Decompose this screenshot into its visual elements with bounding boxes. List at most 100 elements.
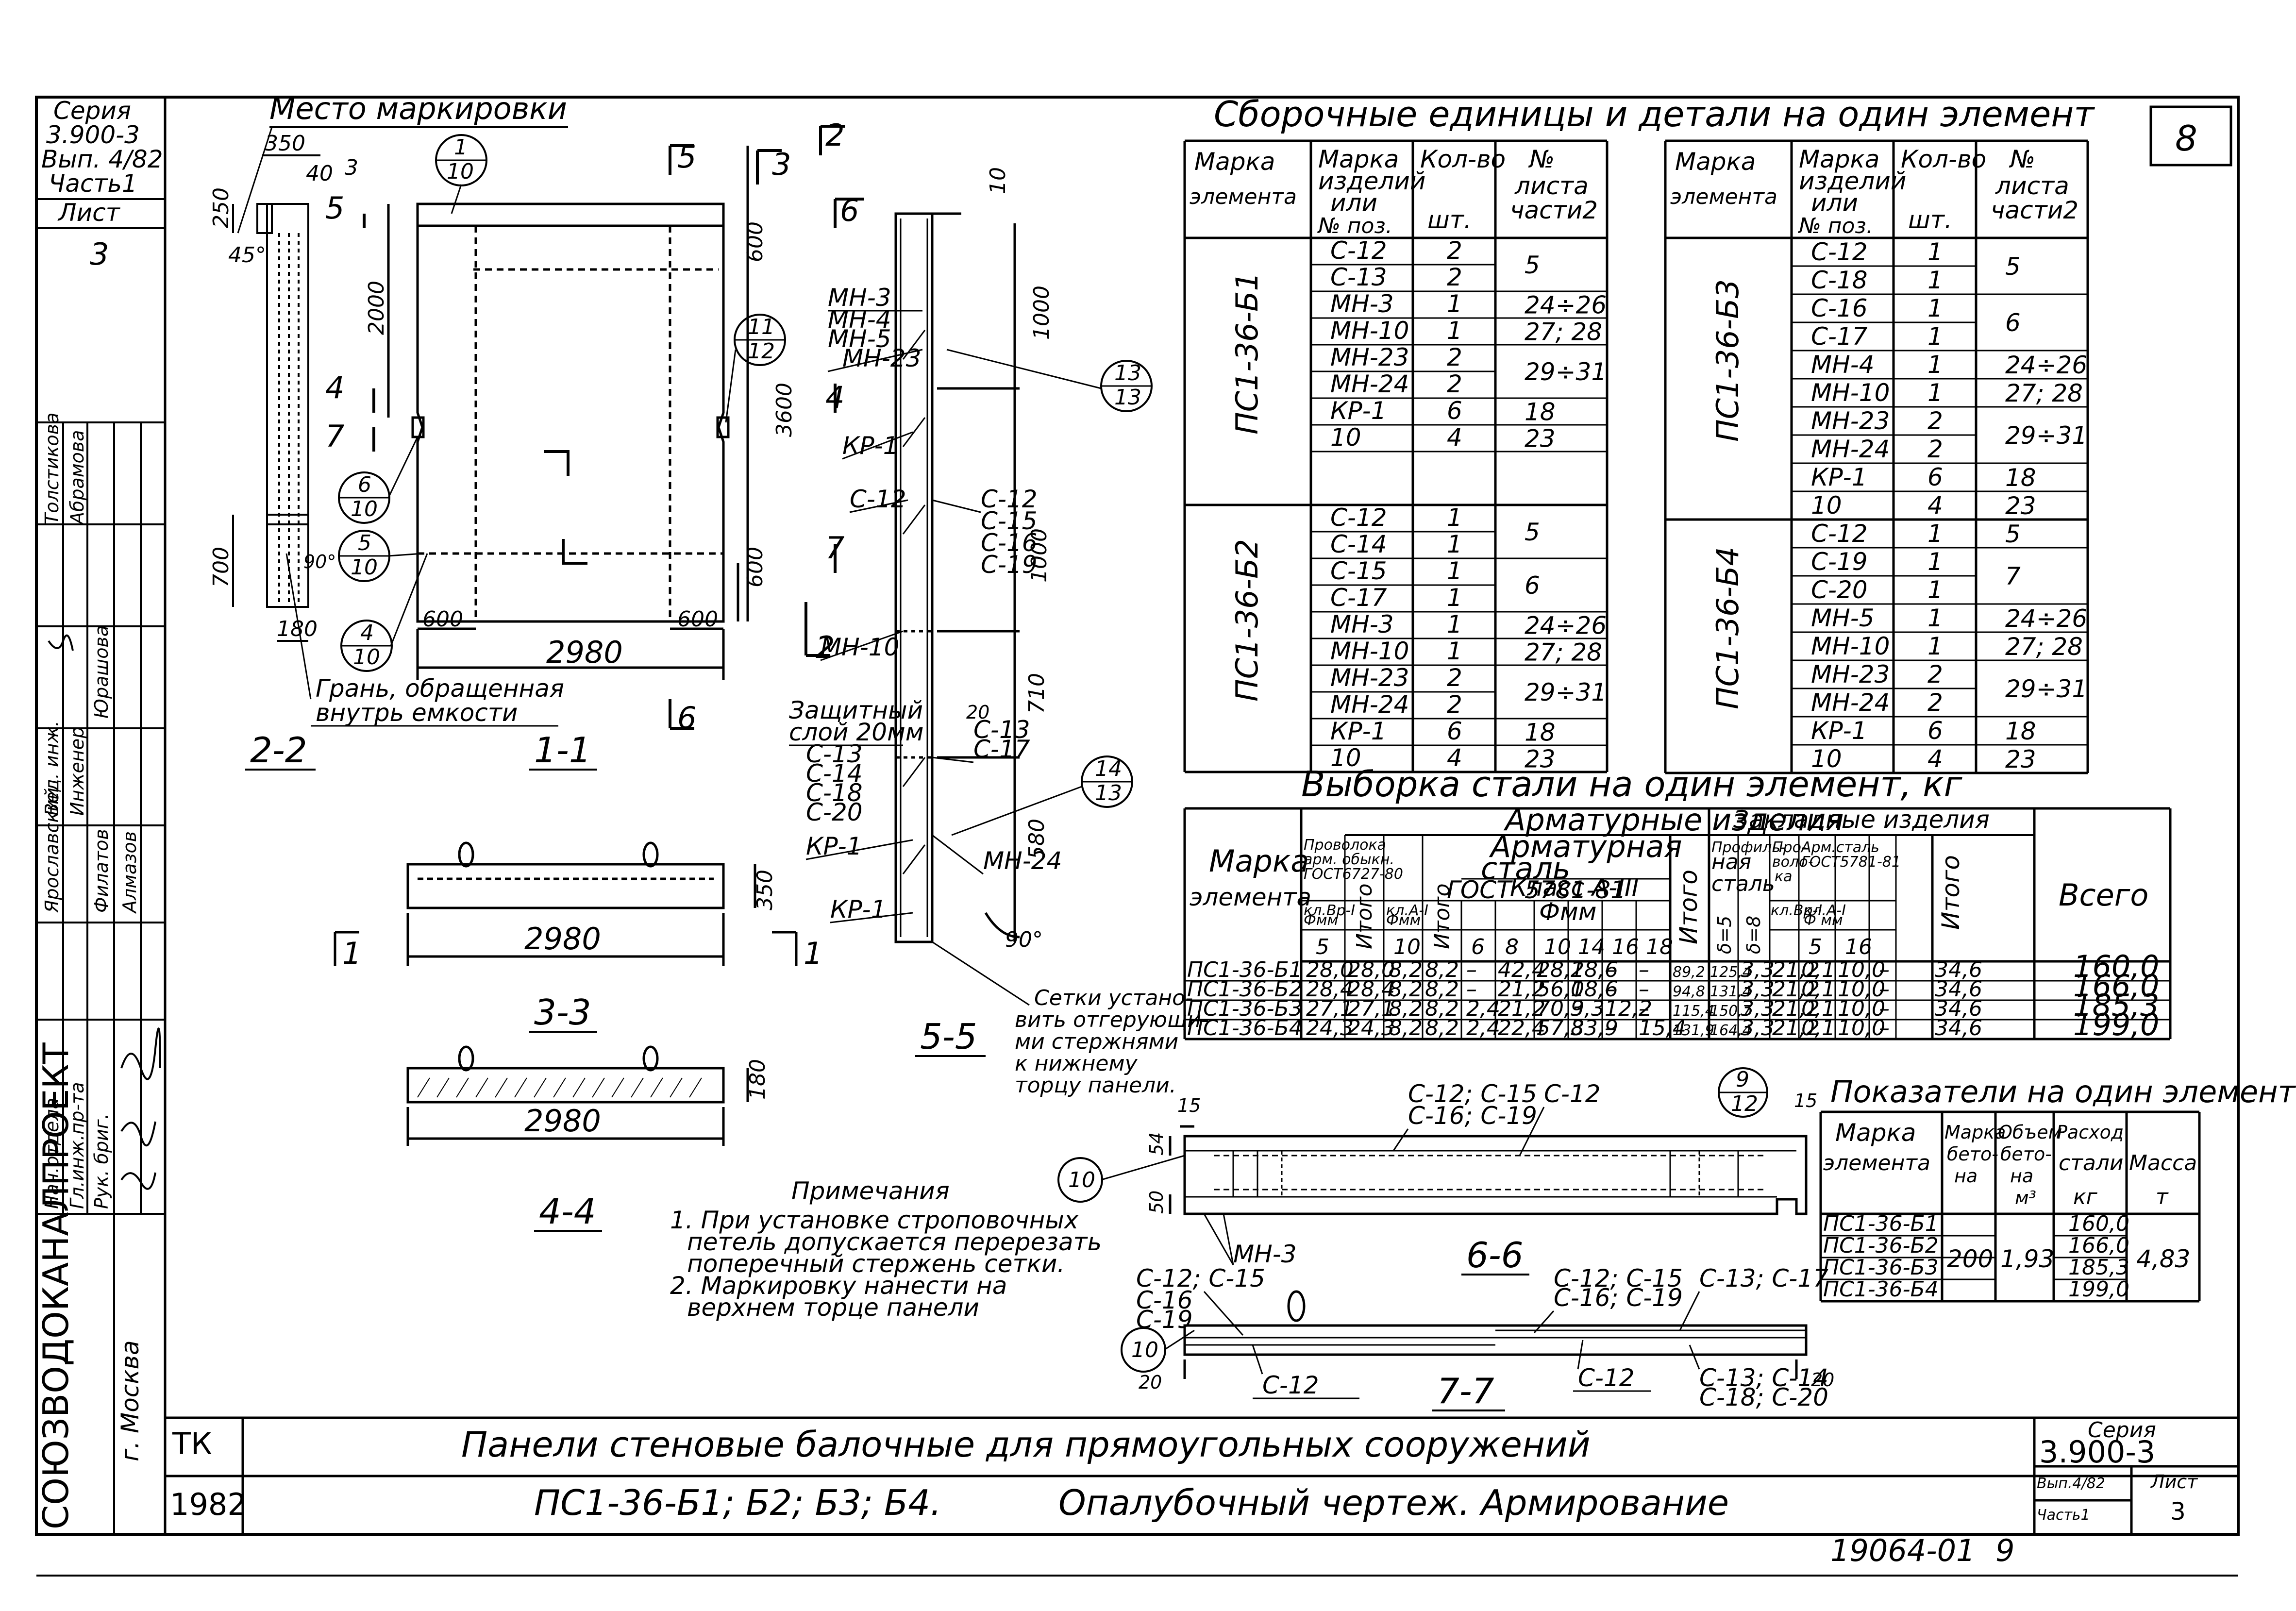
item-sheet: 5 — [1525, 251, 1540, 279]
steel-cell: 70,3 — [1537, 996, 1584, 1021]
item-mark: С-18 — [1811, 266, 1868, 294]
steel-header: 5 — [1809, 935, 1822, 959]
steel-cell: 10,0 — [1838, 996, 1885, 1021]
item-qty: 1 — [1927, 294, 1943, 322]
callout-9-12: 912 — [1718, 1067, 1768, 1118]
item-qty: 1 — [1447, 584, 1462, 612]
steel-header: ная — [1711, 850, 1751, 874]
org-name: СОЮЗВОДОКАНАЛПРОЕКТ — [35, 1042, 76, 1529]
item-mark: МН-10 — [1811, 632, 1890, 660]
steel-header: 18 — [1646, 935, 1673, 959]
svg-text:С-13; С-17: С-13; С-17 — [1699, 1264, 1828, 1292]
item-qty: 2 — [1927, 435, 1943, 463]
stamp-sheet-label: Лист — [57, 199, 121, 227]
assembly-header: шт. — [1427, 206, 1472, 234]
steel-cell: 34,6 — [1935, 957, 1982, 982]
steel-cell: 164,4 — [1710, 1022, 1752, 1039]
indic-steel: 185,3 — [2068, 1255, 2129, 1280]
item-mark: С-15 — [1330, 557, 1387, 585]
steel-cell: 3,3 — [1741, 1016, 1775, 1040]
steel-cell: 0,1 — [1801, 996, 1835, 1021]
indic-steel: 199,0 — [2068, 1277, 2129, 1302]
steel-cell: 21,2 — [1772, 957, 1820, 982]
item-sheet: 6 — [2005, 309, 2021, 337]
dim-3: 3 — [345, 155, 358, 180]
dim-710: 710 — [1024, 673, 1049, 714]
label-section-3-3: 3-3 — [534, 992, 591, 1033]
cut-7-right: 7 — [825, 530, 844, 566]
steel-cell: 8,2 — [1425, 996, 1459, 1021]
dim-1000-mid: 1000 — [1027, 528, 1052, 583]
steel-header: Итого — [1430, 883, 1455, 949]
steel-cell: – — [1639, 977, 1649, 1002]
cut-5-bottom: 6 — [677, 700, 696, 736]
steel-cell: 34,6 — [1935, 996, 1982, 1021]
item-sheet: 27; 28 — [1525, 318, 1602, 346]
assembly-header: изделий — [1799, 167, 1906, 195]
cut-6-top: 6 — [840, 193, 859, 228]
item-qty: 2 — [1447, 263, 1462, 291]
role-lead: Вед. инж. — [41, 721, 63, 816]
indic-mark: ПС1-36-Б2 — [1823, 1233, 1939, 1258]
stamp-part: Часть1 — [49, 169, 137, 198]
steel-cell: 3,3 — [1741, 996, 1775, 1021]
item-mark: МН-23 — [1330, 343, 1409, 371]
assembly-header: листа — [1514, 172, 1589, 200]
steel-cell: 28,0 — [1306, 957, 1354, 982]
steel-header: Проволока — [1304, 837, 1386, 854]
cut-1-right: 1 — [804, 936, 822, 971]
item-sheet: 29÷31 — [1525, 358, 1607, 386]
cut-6-left: 5 — [325, 190, 344, 226]
item-qty: 1 — [1447, 637, 1462, 665]
steel-header: Итого — [1675, 870, 1703, 944]
steel-cell: – — [1879, 1016, 1890, 1040]
steel-title: Выборка стали на один элемент, кг — [1301, 764, 1963, 805]
sheet-box-value: 3 — [2170, 1497, 2186, 1526]
item-qty: 6 — [1927, 717, 1943, 745]
steel-header: 5781-81 — [1525, 876, 1626, 904]
corner-box — [2149, 105, 2232, 167]
svg-text:С-16; С-19: С-16; С-19 — [1408, 1102, 1537, 1130]
svg-text:С-12: С-12 — [1262, 1371, 1319, 1399]
steel-cell: ПС1-36-Б2 — [1187, 977, 1303, 1002]
dim-600-bottom: 600 — [743, 547, 768, 587]
svg-text:4: 4 — [360, 621, 374, 645]
notes-title: Примечания — [791, 1177, 950, 1205]
element-mark: ПС1-36-Б3 — [1710, 279, 1745, 442]
assembly-header: № поз. — [1797, 214, 1873, 238]
item-qty: 4 — [1927, 491, 1943, 520]
svg-text:верхнем торце панели: верхнем торце панели — [687, 1293, 979, 1322]
left-stamp — [35, 198, 165, 1534]
svg-text:С-14: С-14 — [806, 759, 863, 788]
indic-header: м³ — [2015, 1187, 2036, 1208]
steel-cell: 24,3 — [1347, 1016, 1395, 1040]
indic-header: стали — [2059, 1151, 2124, 1175]
indic-mark: ПС1-36-Б3 — [1823, 1255, 1939, 1280]
svg-text:Защитный: Защитный — [789, 696, 923, 724]
steel-cell: 0,1 — [1801, 1016, 1835, 1040]
item-mark: МН-5 — [1811, 604, 1875, 632]
svg-text:13: 13 — [1095, 781, 1122, 806]
item-mark: С-12 — [1811, 238, 1868, 266]
dim-1000-top: 1000 — [1029, 285, 1054, 340]
item-qty: 1 — [1927, 604, 1943, 632]
callout-10-a: 10 — [1057, 1157, 1103, 1203]
marking-place: Место маркировки — [269, 91, 567, 126]
item-qty: 1 — [1927, 266, 1943, 294]
steel-cell: 131,9 — [1673, 1022, 1714, 1039]
steel-header: ка — [1775, 868, 1793, 885]
svg-text:КР-1: КР-1 — [806, 832, 862, 860]
cut-4-left: 4 — [325, 370, 344, 405]
indic-header: на — [1954, 1165, 1978, 1187]
steel-cell: 8,2 — [1389, 977, 1423, 1002]
steel-header: Про- — [1772, 839, 1807, 856]
cut-3-top: 3 — [772, 147, 791, 182]
steel-cell: 89,2 — [1673, 964, 1705, 981]
s55-labels: МН-3 МН-4 МН-5 МН-23 КР-1 С-12 С-12 С-15… — [789, 284, 1062, 952]
steel-header: Закладные изделия — [1733, 806, 1990, 834]
item-qty: 1 — [1447, 290, 1462, 318]
svg-text:10: 10 — [447, 159, 474, 184]
dim-40: 40 — [306, 161, 333, 186]
